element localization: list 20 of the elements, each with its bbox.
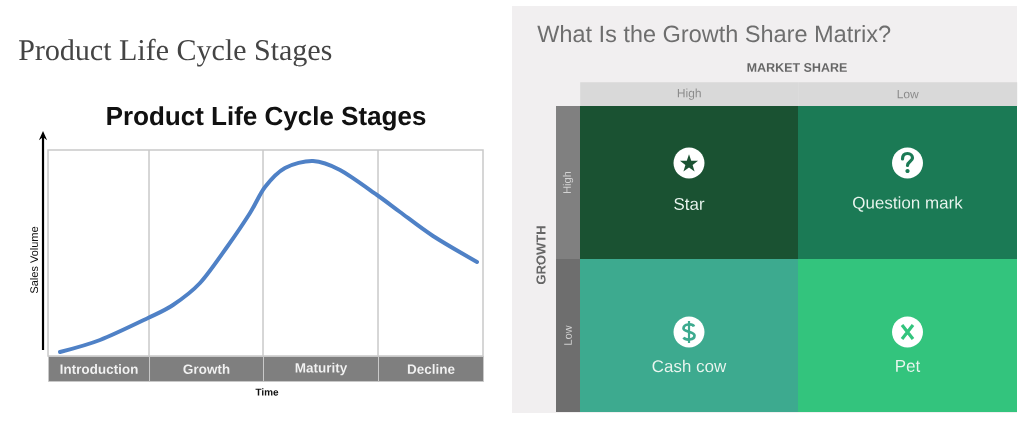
axis-label: GROWTH [536,226,546,285]
page-heading: Product Life Cycle Stages [19,38,332,67]
stage-cell: Growth [149,356,264,382]
node-label: High [677,88,701,100]
matrix-cell: Star [580,106,798,259]
chart-title: Product Life Cycle Stages [107,106,426,131]
column-header: Low [798,82,1018,107]
node-label: Low [897,90,919,99]
stage-cell: Decline [378,356,484,382]
stage-cell: Maturity [263,356,379,382]
stage-cell: Introduction [48,356,150,382]
axis-label: MARKET SHARE [747,63,847,72]
row-header: High [556,106,580,259]
row-header: Low [556,259,580,412]
axis-label: Sales Volume [30,226,39,294]
column-header: High [580,82,799,107]
matrix-cell: Cash cow [580,259,798,412]
axis-label: Time [255,388,279,396]
matrix-cell: Pet [798,259,1017,412]
matrix-cell: Question mark [798,106,1017,259]
